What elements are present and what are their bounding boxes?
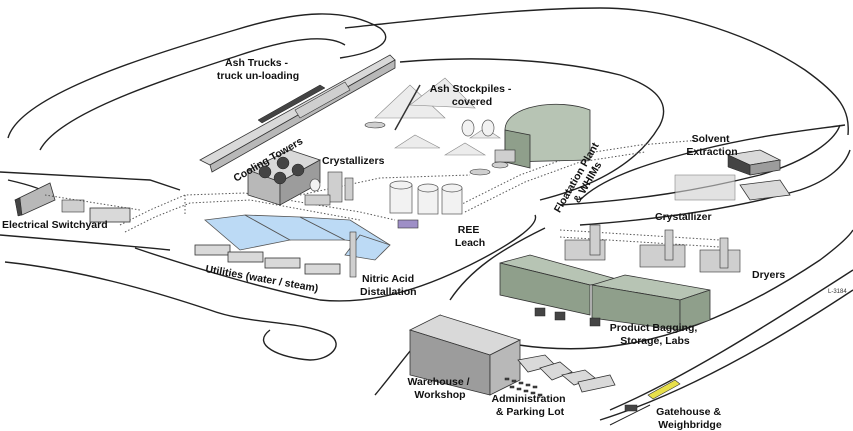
cooling-towers [246,149,321,206]
crystallizer-lower-and-dryers [564,224,741,273]
parking-lot-cars [504,377,543,397]
solvent-extraction-area [674,149,791,201]
label-utilities: Utilities (water / steam) [204,263,319,295]
administration-buildings [504,354,616,397]
ash-stockpiles [364,77,501,176]
label-nitric-acid: Nitric Acid Distallation [360,273,417,298]
warehouse-building [408,314,522,396]
pipe-racks [119,139,721,248]
label-warehouse: Warehouse / Workshop [408,376,473,401]
label-gatehouse: Gatehouse & Weighbridge [656,406,724,431]
crystallizers-upper [304,171,354,206]
ree-leach-tanks [389,180,463,229]
label-electrical-switchyard: Electrical Switchyard [2,219,108,231]
label-crystallizer: Crystallizer [655,211,712,223]
drawing-number: L-3184 [828,289,847,295]
electrical-switchyard [14,182,141,223]
label-dryers: Dryers [752,269,785,281]
floatation-plant-building [491,103,591,169]
utilities-ponds [194,214,391,278]
ash-truck-unloading-ramp [199,54,396,173]
label-crystallizers: Crystallizers [322,155,385,167]
label-administration: Administration & Parking Lot [491,393,568,418]
label-product-bagging: Product Bagging, Storage, Labs [610,322,700,347]
label-ree-leach: REE Leach [455,224,485,249]
label-solvent-extraction: Solvent Extraction [686,133,737,158]
label-ash-trucks: Ash Trucks - truck un-loading [217,57,299,82]
gatehouse-weighbridge [609,379,681,426]
label-ash-stockpiles: Ash Stockpiles - covered [430,83,515,108]
product-bagging-buildings [499,254,711,331]
